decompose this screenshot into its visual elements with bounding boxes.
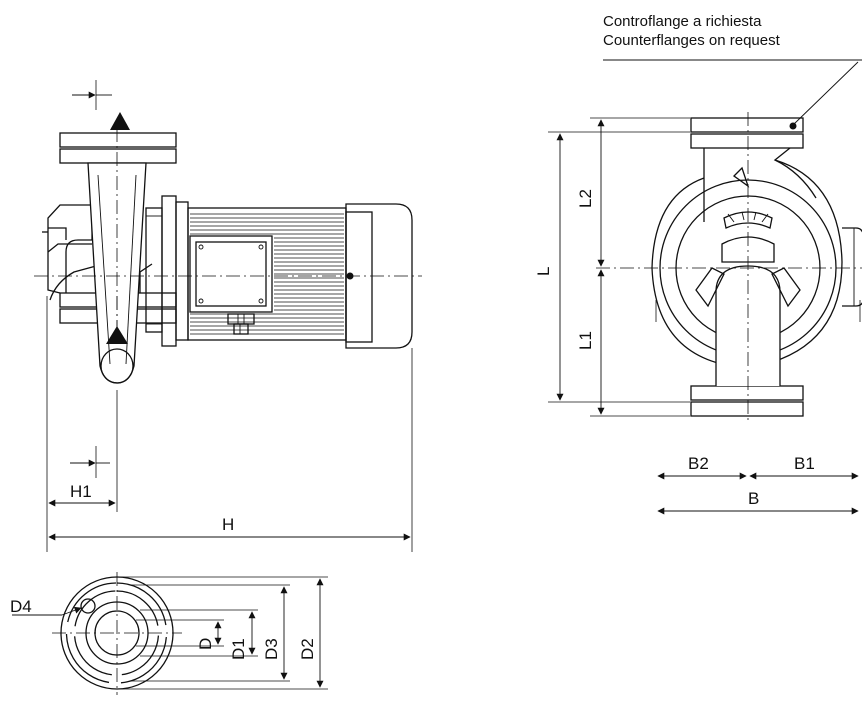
front-top-counterflange <box>690 117 804 133</box>
note-line-2: Counterflanges on request <box>603 32 781 49</box>
note-leader-line <box>792 61 859 126</box>
front-bottom-flange <box>690 385 804 401</box>
dim-label-l1: L1 <box>576 331 595 350</box>
flange-detail-view: D4 D D1 D3 D2 <box>10 572 328 695</box>
motor-cooling-fins <box>190 213 344 335</box>
dim-label-d4: D4 <box>10 597 32 616</box>
dim-label-d3: D3 <box>262 638 281 660</box>
front-view: Controflange a richiesta Counterflanges … <box>534 13 862 515</box>
dim-label-h: H <box>222 515 234 534</box>
dim-label-l2: L2 <box>576 189 595 208</box>
dim-label-d: D <box>196 638 215 650</box>
front-top-flange <box>690 133 804 149</box>
top-counterflange <box>59 132 177 148</box>
dim-label-b2: B2 <box>688 454 709 473</box>
pump-casing <box>47 204 93 294</box>
flow-arrow-bottom <box>106 326 128 344</box>
flow-arrow-top <box>110 112 130 130</box>
note-line-1: Controflange a richiesta <box>603 13 762 30</box>
dim-label-l: L <box>534 267 553 276</box>
top-flange <box>59 148 177 164</box>
dim-label-d2: D2 <box>298 638 317 660</box>
dim-label-b: B <box>748 489 759 508</box>
terminal-box <box>189 235 273 313</box>
dim-label-b1: B1 <box>794 454 815 473</box>
front-bottom-counterflange <box>690 401 804 417</box>
motor-lantern <box>145 207 163 333</box>
dim-label-d1: D1 <box>229 638 248 660</box>
fan-cover <box>345 203 413 349</box>
bolt-hole <box>80 598 96 614</box>
side-view: H1 H <box>34 80 422 552</box>
dim-label-h1: H1 <box>70 482 92 501</box>
